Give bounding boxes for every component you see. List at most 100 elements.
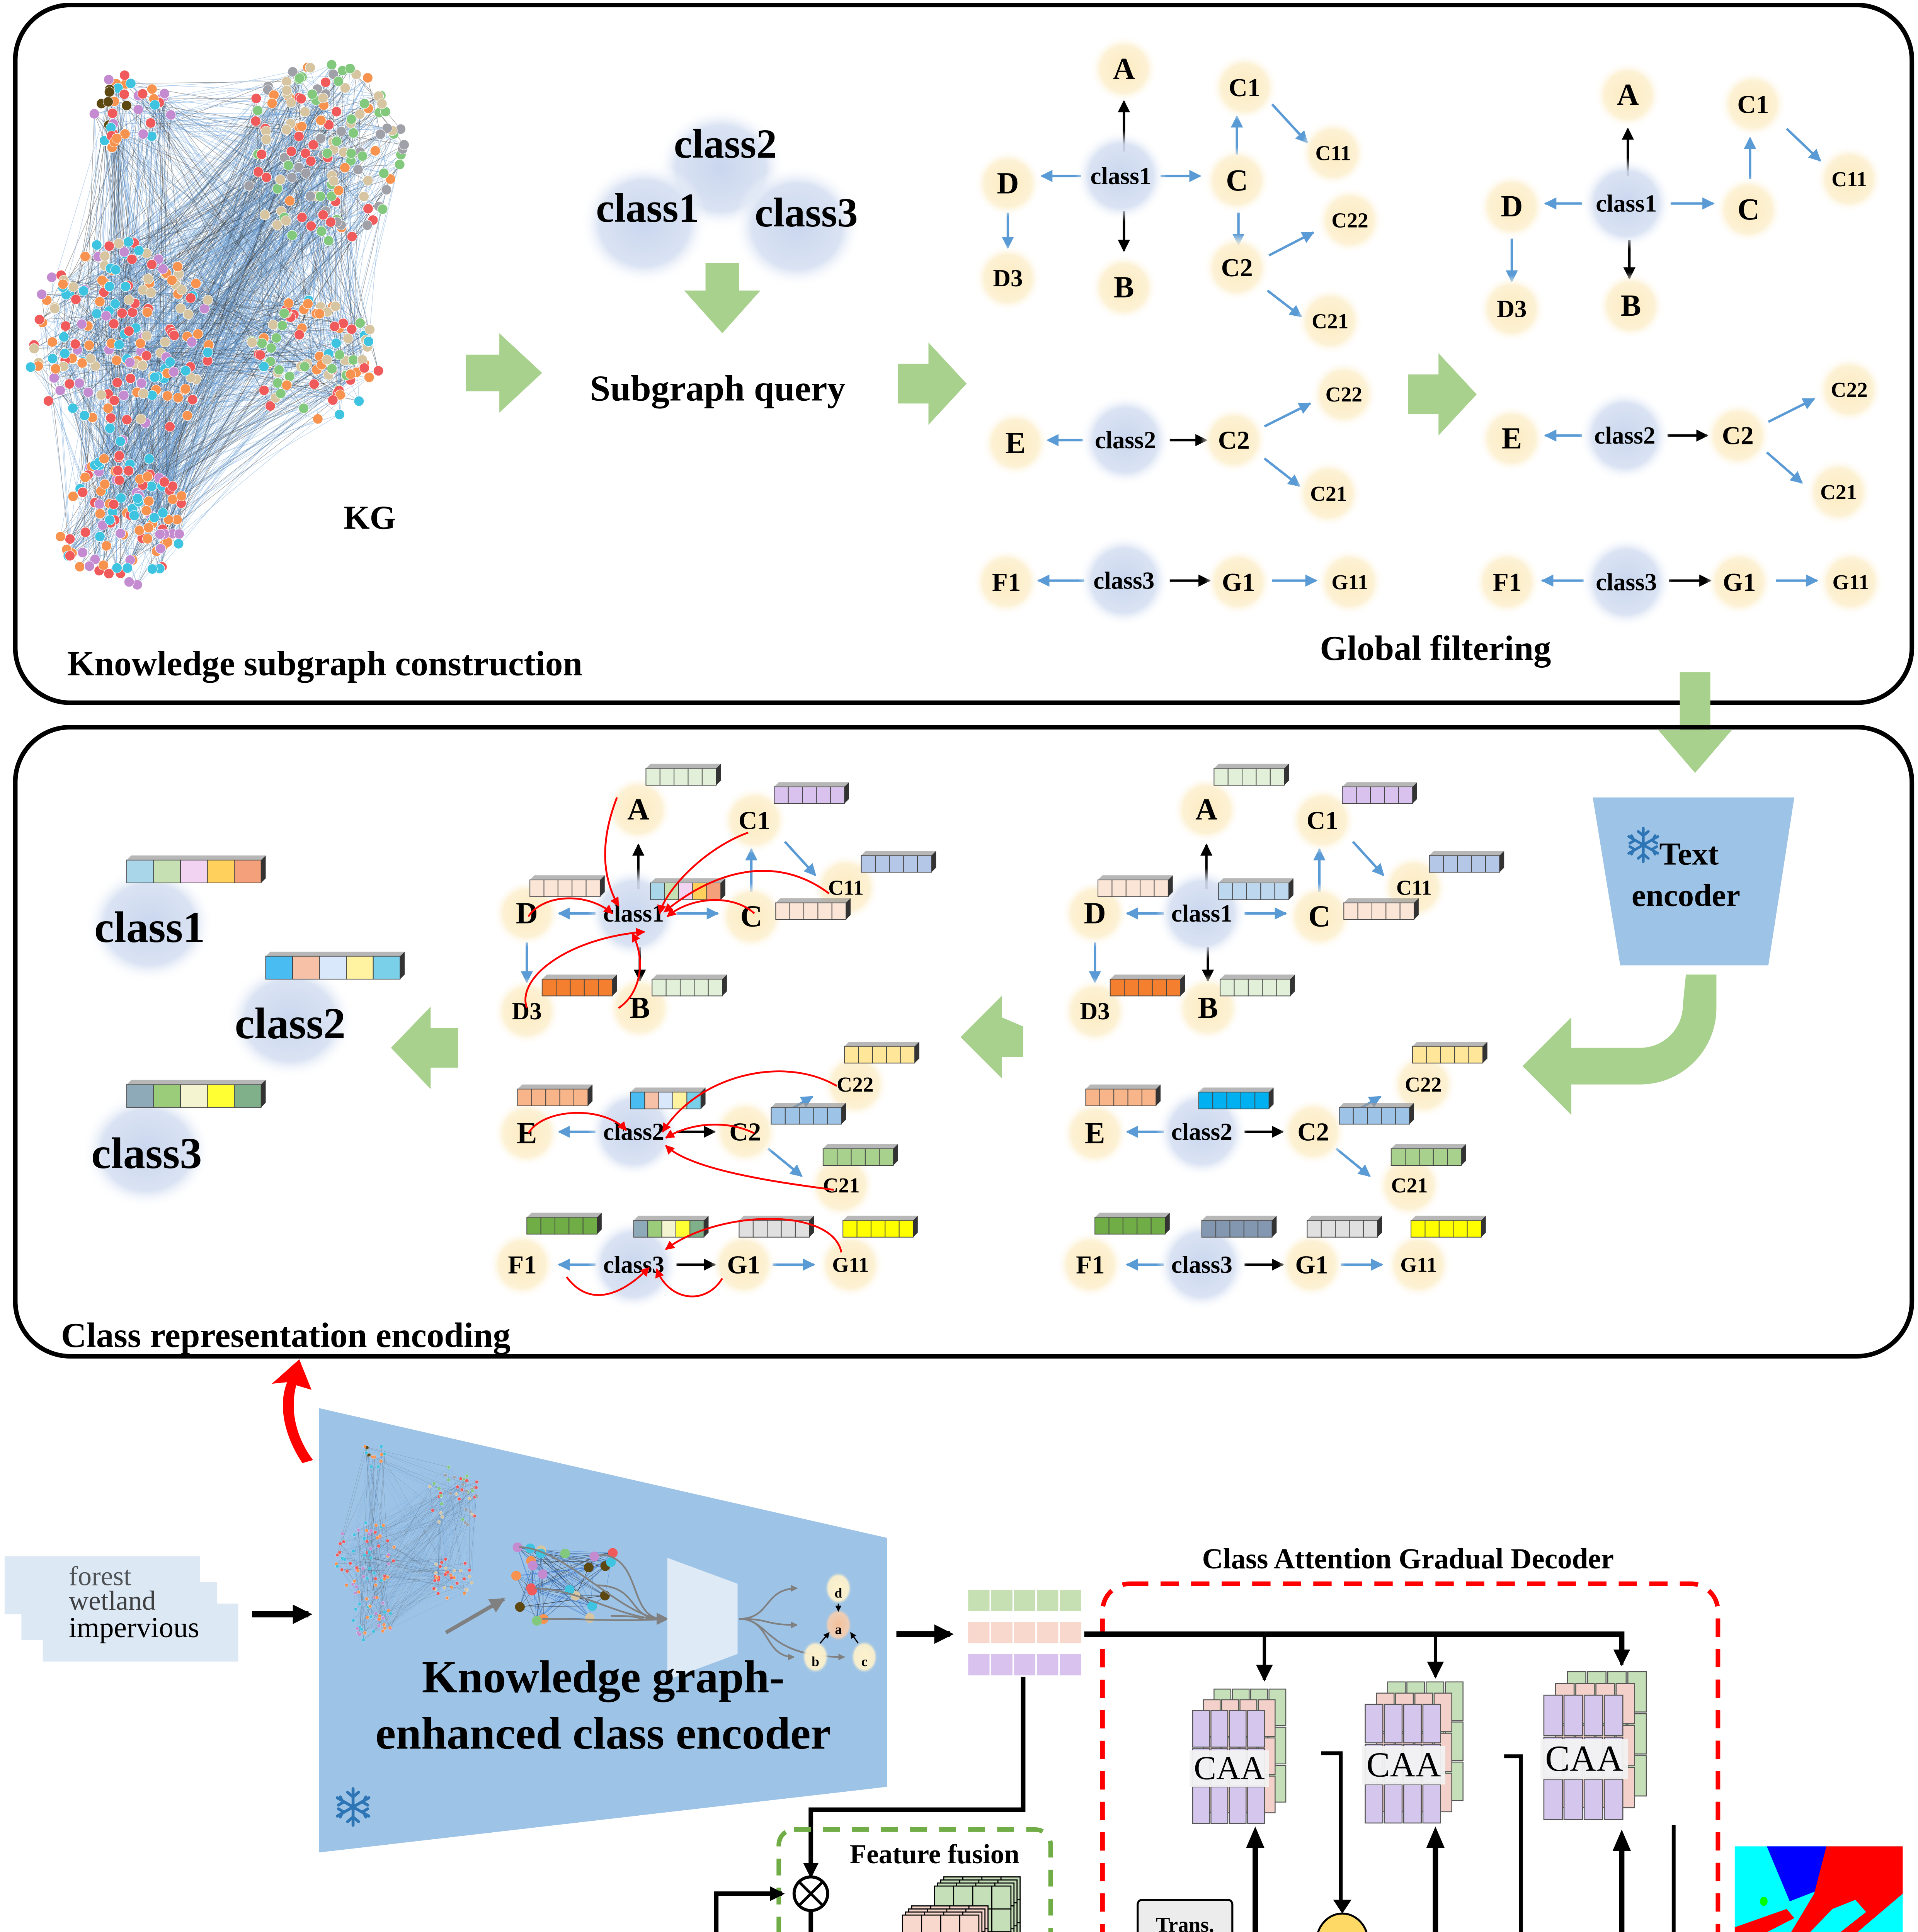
- node-blob: [1715, 176, 1782, 243]
- kg-edge: [108, 395, 341, 409]
- kg-edge: [354, 1535, 367, 1599]
- kg-edge: [352, 1497, 477, 1585]
- embedding-side: [722, 975, 727, 996]
- aggregation-edge: [528, 1112, 627, 1134]
- kg-edge: [160, 189, 278, 549]
- kg-edge: [301, 217, 370, 330]
- kg-edge: [381, 1461, 439, 1497]
- kg-node: [369, 1615, 373, 1619]
- node-label: C22: [1831, 378, 1868, 401]
- kg-edge: [353, 1580, 435, 1585]
- kg-node: [247, 337, 258, 348]
- embedding-cell: [1213, 768, 1229, 786]
- kg-node: [287, 230, 298, 241]
- kg-node: [284, 371, 295, 382]
- kg-edge: [128, 211, 281, 242]
- kg-node: [318, 209, 328, 220]
- embedding-cell: [771, 1107, 786, 1125]
- kg-edge: [165, 347, 271, 369]
- kg-node: [91, 240, 102, 250]
- kg-edge: [138, 95, 367, 345]
- embedding-cell: [903, 855, 918, 873]
- kg-node: [146, 390, 158, 401]
- kg-edge: [441, 1493, 446, 1568]
- kg-edge: [369, 1486, 458, 1607]
- kg-edge: [385, 1564, 389, 1628]
- kg-node: [149, 512, 160, 523]
- node-blob: [1090, 35, 1158, 103]
- kg-edge: [146, 355, 359, 401]
- kg-edge: [177, 266, 262, 344]
- kg-edge: [376, 1488, 439, 1614]
- kg-node: [468, 1497, 471, 1500]
- kg-edge: [95, 328, 340, 503]
- node-label: class2: [1095, 427, 1156, 454]
- kg-edge: [162, 110, 258, 269]
- kg-edge: [381, 1461, 451, 1575]
- kg-node: [43, 395, 54, 406]
- entity-node: C22: [1310, 361, 1378, 428]
- kg-node: [345, 1569, 349, 1573]
- embedding-side: [704, 1216, 709, 1237]
- node-embedding-vector: [1342, 782, 1417, 804]
- caa-label-bg: [1540, 1739, 1628, 1779]
- caa-cell: [1247, 1710, 1265, 1748]
- kg-edge: [132, 153, 306, 260]
- feature-cell: [972, 1885, 992, 1910]
- kg-edge: [356, 1490, 462, 1570]
- kg-edge: [531, 1567, 589, 1588]
- node-embeddings: [517, 764, 936, 1238]
- kg-edge: [336, 222, 361, 323]
- kg-node: [322, 354, 332, 365]
- embedding-cell: [688, 768, 703, 786]
- kg-edge: [153, 99, 179, 276]
- embedding-cell: [789, 902, 805, 920]
- node-blob: [1805, 458, 1872, 526]
- embedding-cell: [1014, 1654, 1036, 1675]
- kg-edge: [363, 1513, 441, 1640]
- kg-edge: [305, 153, 368, 181]
- kg-edge: [361, 1580, 381, 1629]
- query-class-2: class2: [674, 121, 777, 167]
- kg-edge: [138, 131, 267, 502]
- kg-edge: [366, 1467, 449, 1531]
- kg-edge: [130, 83, 302, 328]
- embedding-cell: [899, 1220, 914, 1238]
- kg-edge: [257, 123, 329, 375]
- kg-node: [271, 332, 282, 344]
- kg-edge: [369, 128, 388, 330]
- kg-edge: [266, 139, 292, 178]
- kg-edge: [112, 113, 179, 276]
- kg-edge: [536, 1553, 565, 1621]
- kg-node: [383, 1452, 387, 1456]
- kg-node: [300, 168, 311, 179]
- seg-class-blue: [1767, 1846, 1826, 1901]
- kg-node: [318, 92, 328, 104]
- entity-node: E: [493, 1100, 561, 1167]
- kg-node: [55, 531, 66, 542]
- kg-edge: [150, 259, 159, 474]
- kg-node: [294, 73, 305, 83]
- node-label: C22: [1331, 209, 1368, 232]
- kg-edge: [138, 95, 381, 502]
- kg-node: [123, 326, 134, 337]
- kg-edge: [159, 354, 340, 569]
- entity-node: F1: [488, 1231, 556, 1298]
- embedding-cell: [1234, 978, 1249, 997]
- kg-edge: [255, 100, 317, 122]
- kg-edge: [265, 128, 327, 360]
- embedding-cell: [701, 768, 717, 786]
- node-label: C2: [1221, 253, 1253, 282]
- kg-edge: [151, 214, 265, 522]
- kg-edge: [446, 1481, 468, 1573]
- embedding-top: [527, 1213, 602, 1218]
- embedding-cell: [644, 1092, 659, 1109]
- kg-node: [121, 414, 132, 425]
- kg-edge: [103, 369, 279, 566]
- kg-node: [315, 133, 326, 144]
- kg-edge: [354, 1534, 454, 1578]
- embedding-top: [1342, 782, 1417, 787]
- node-embedding-vector: [1094, 1213, 1170, 1235]
- kg-edge: [110, 189, 278, 523]
- entity-node: C22: [1816, 356, 1883, 423]
